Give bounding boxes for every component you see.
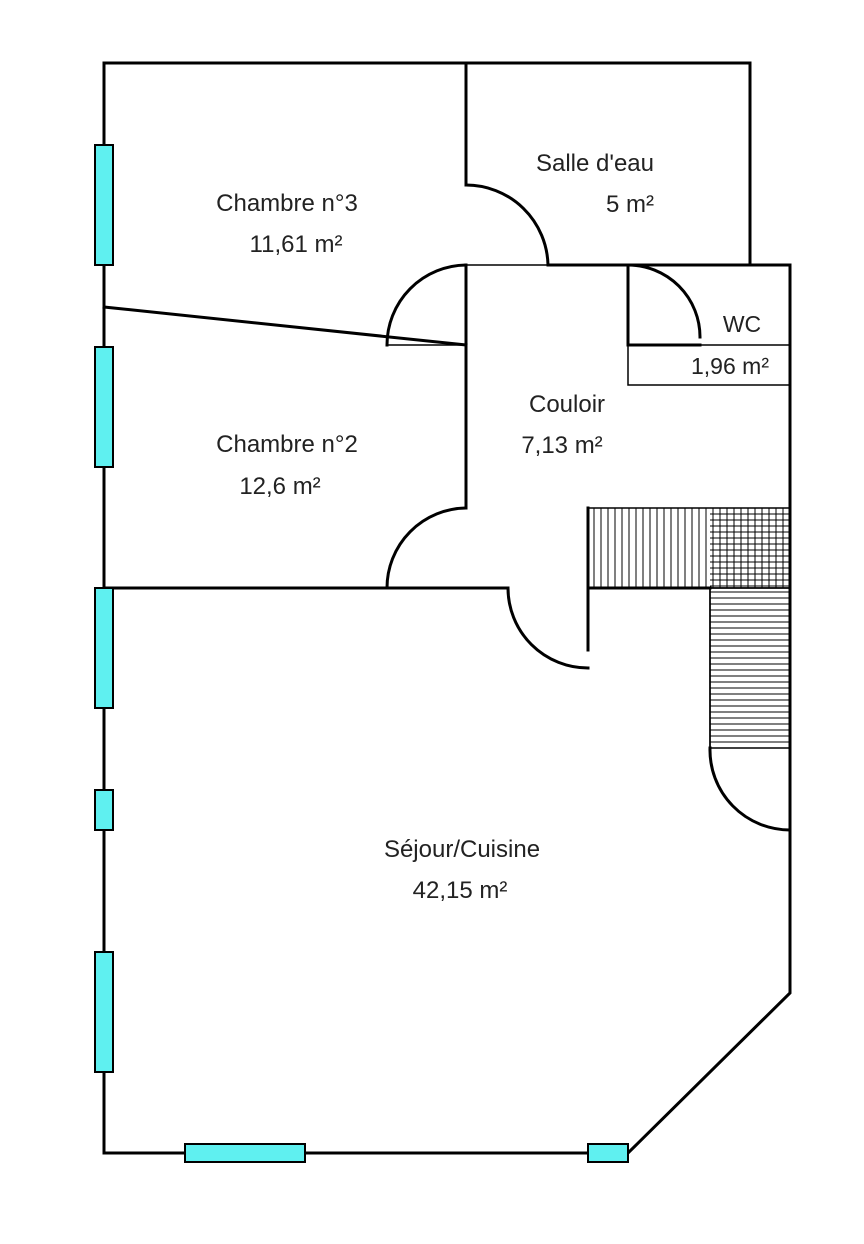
window — [94, 789, 114, 831]
room-area-chambre2: 12,6 m² — [239, 473, 320, 500]
room-name-chambre2: Chambre n°2 — [216, 431, 358, 458]
windows — [94, 144, 629, 1163]
room-name-sejour: Séjour/Cuisine — [384, 836, 540, 863]
window — [184, 1143, 306, 1163]
room-name-couloir: Couloir — [529, 391, 605, 418]
window — [587, 1143, 629, 1163]
room-labels: Chambre n°3 11,61 m² Salle d'eau 5 m² WC… — [216, 150, 769, 904]
room-area-wc: 1,96 m² — [691, 353, 769, 379]
room-area-sejour: 42,15 m² — [413, 877, 508, 904]
room-area-salle-eau: 5 m² — [606, 191, 654, 218]
window — [94, 144, 114, 266]
room-area-chambre3: 11,61 m² — [250, 231, 343, 258]
room-name-wc: WC — [723, 311, 761, 337]
room-name-chambre3: Chambre n°3 — [216, 190, 358, 217]
window — [94, 346, 114, 468]
outer-walls — [102, 61, 792, 1155]
window — [94, 587, 114, 709]
window — [94, 951, 114, 1073]
interior-walls — [102, 61, 790, 652]
room-area-couloir: 7,13 m² — [521, 432, 602, 459]
staircase — [587, 507, 791, 749]
room-name-salle-eau: Salle d'eau — [536, 150, 654, 177]
